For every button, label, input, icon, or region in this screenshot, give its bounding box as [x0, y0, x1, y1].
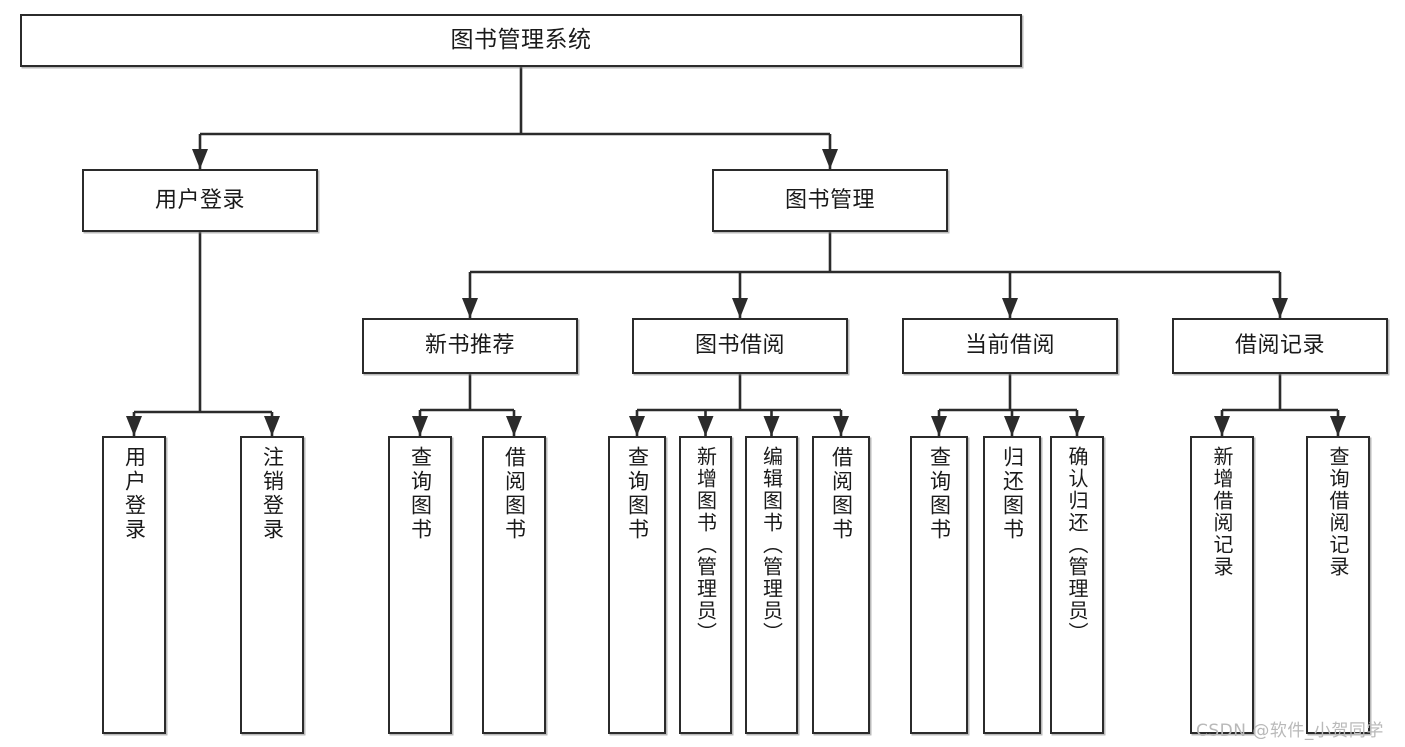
- node-leaf-borrow-book-1[interactable]: 借阅图书: [482, 436, 546, 734]
- node-label: 用户登录: [122, 446, 147, 542]
- node-label: 确认归还（管理员）: [1065, 446, 1089, 644]
- node-leaf-query-book-1[interactable]: 查询图书: [388, 436, 452, 734]
- arrow-head-icon: [1272, 298, 1288, 318]
- node-new-book-rec[interactable]: 新书推荐: [362, 318, 578, 374]
- node-label: 新书推荐: [424, 333, 515, 359]
- node-label: 查询图书: [408, 446, 433, 542]
- arrow-head-icon: [506, 416, 522, 436]
- arrow-head-icon: [629, 416, 645, 436]
- node-label: 查询图书: [927, 446, 952, 542]
- node-book-borrow[interactable]: 图书借阅: [632, 318, 848, 374]
- node-root[interactable]: 图书管理系统: [20, 14, 1022, 67]
- node-leaf-query-record[interactable]: 查询借阅记录: [1306, 436, 1370, 734]
- arrow-head-icon: [833, 416, 849, 436]
- node-leaf-return-book[interactable]: 归还图书: [983, 436, 1041, 734]
- arrow-head-icon: [763, 416, 780, 436]
- node-label: 新增借阅记录: [1210, 446, 1234, 578]
- node-leaf-add-record[interactable]: 新增借阅记录: [1190, 436, 1254, 734]
- node-label: 注销登录: [260, 446, 285, 542]
- node-leaf-query-book-3[interactable]: 查询图书: [910, 436, 968, 734]
- arrow-head-icon: [412, 416, 428, 436]
- node-leaf-add-book[interactable]: 新增图书（管理员）: [679, 436, 732, 734]
- node-label: 借阅图书: [829, 446, 854, 542]
- node-label: 图书管理: [784, 187, 875, 213]
- arrow-head-icon: [732, 298, 748, 318]
- node-label: 查询图书: [625, 446, 650, 542]
- node-leaf-query-book-2[interactable]: 查询图书: [608, 436, 666, 734]
- node-label: 编辑图书（管理员）: [759, 446, 784, 644]
- node-leaf-edit-book[interactable]: 编辑图书（管理员）: [745, 436, 798, 734]
- arrow-head-icon: [931, 416, 947, 436]
- node-leaf-confirm-return[interactable]: 确认归还（管理员）: [1050, 436, 1104, 734]
- node-book-manage[interactable]: 图书管理: [712, 169, 948, 232]
- node-label: 归还图书: [1000, 446, 1025, 542]
- node-label: 借阅记录: [1234, 333, 1325, 359]
- node-label: 新增图书（管理员）: [693, 446, 718, 644]
- arrow-head-icon: [1004, 416, 1020, 436]
- arrow-head-icon: [1002, 298, 1018, 318]
- node-label: 图书借阅: [694, 333, 785, 359]
- node-leaf-user-login[interactable]: 用户登录: [102, 436, 166, 734]
- arrow-head-icon: [1214, 416, 1230, 436]
- node-label: 借阅图书: [502, 446, 527, 542]
- node-current-borrow[interactable]: 当前借阅: [902, 318, 1118, 374]
- arrow-head-icon: [192, 149, 208, 169]
- node-label: 用户登录: [154, 187, 245, 213]
- node-leaf-logout[interactable]: 注销登录: [240, 436, 304, 734]
- node-label: 查询借阅记录: [1326, 446, 1350, 578]
- node-user-login[interactable]: 用户登录: [82, 169, 318, 232]
- node-borrow-record[interactable]: 借阅记录: [1172, 318, 1388, 374]
- node-label: 图书管理系统: [450, 26, 592, 53]
- arrow-head-icon: [462, 298, 478, 318]
- arrow-head-icon: [822, 149, 838, 169]
- arrow-head-icon: [1069, 416, 1085, 436]
- arrow-head-icon: [126, 416, 142, 436]
- arrow-head-icon: [697, 416, 714, 436]
- watermark-text: CSDN @软件_小贺同学: [1196, 721, 1384, 741]
- arrow-head-icon: [264, 416, 280, 436]
- node-label: 当前借阅: [964, 333, 1055, 359]
- node-leaf-borrow-book-2[interactable]: 借阅图书: [812, 436, 870, 734]
- arrow-head-icon: [1330, 416, 1346, 436]
